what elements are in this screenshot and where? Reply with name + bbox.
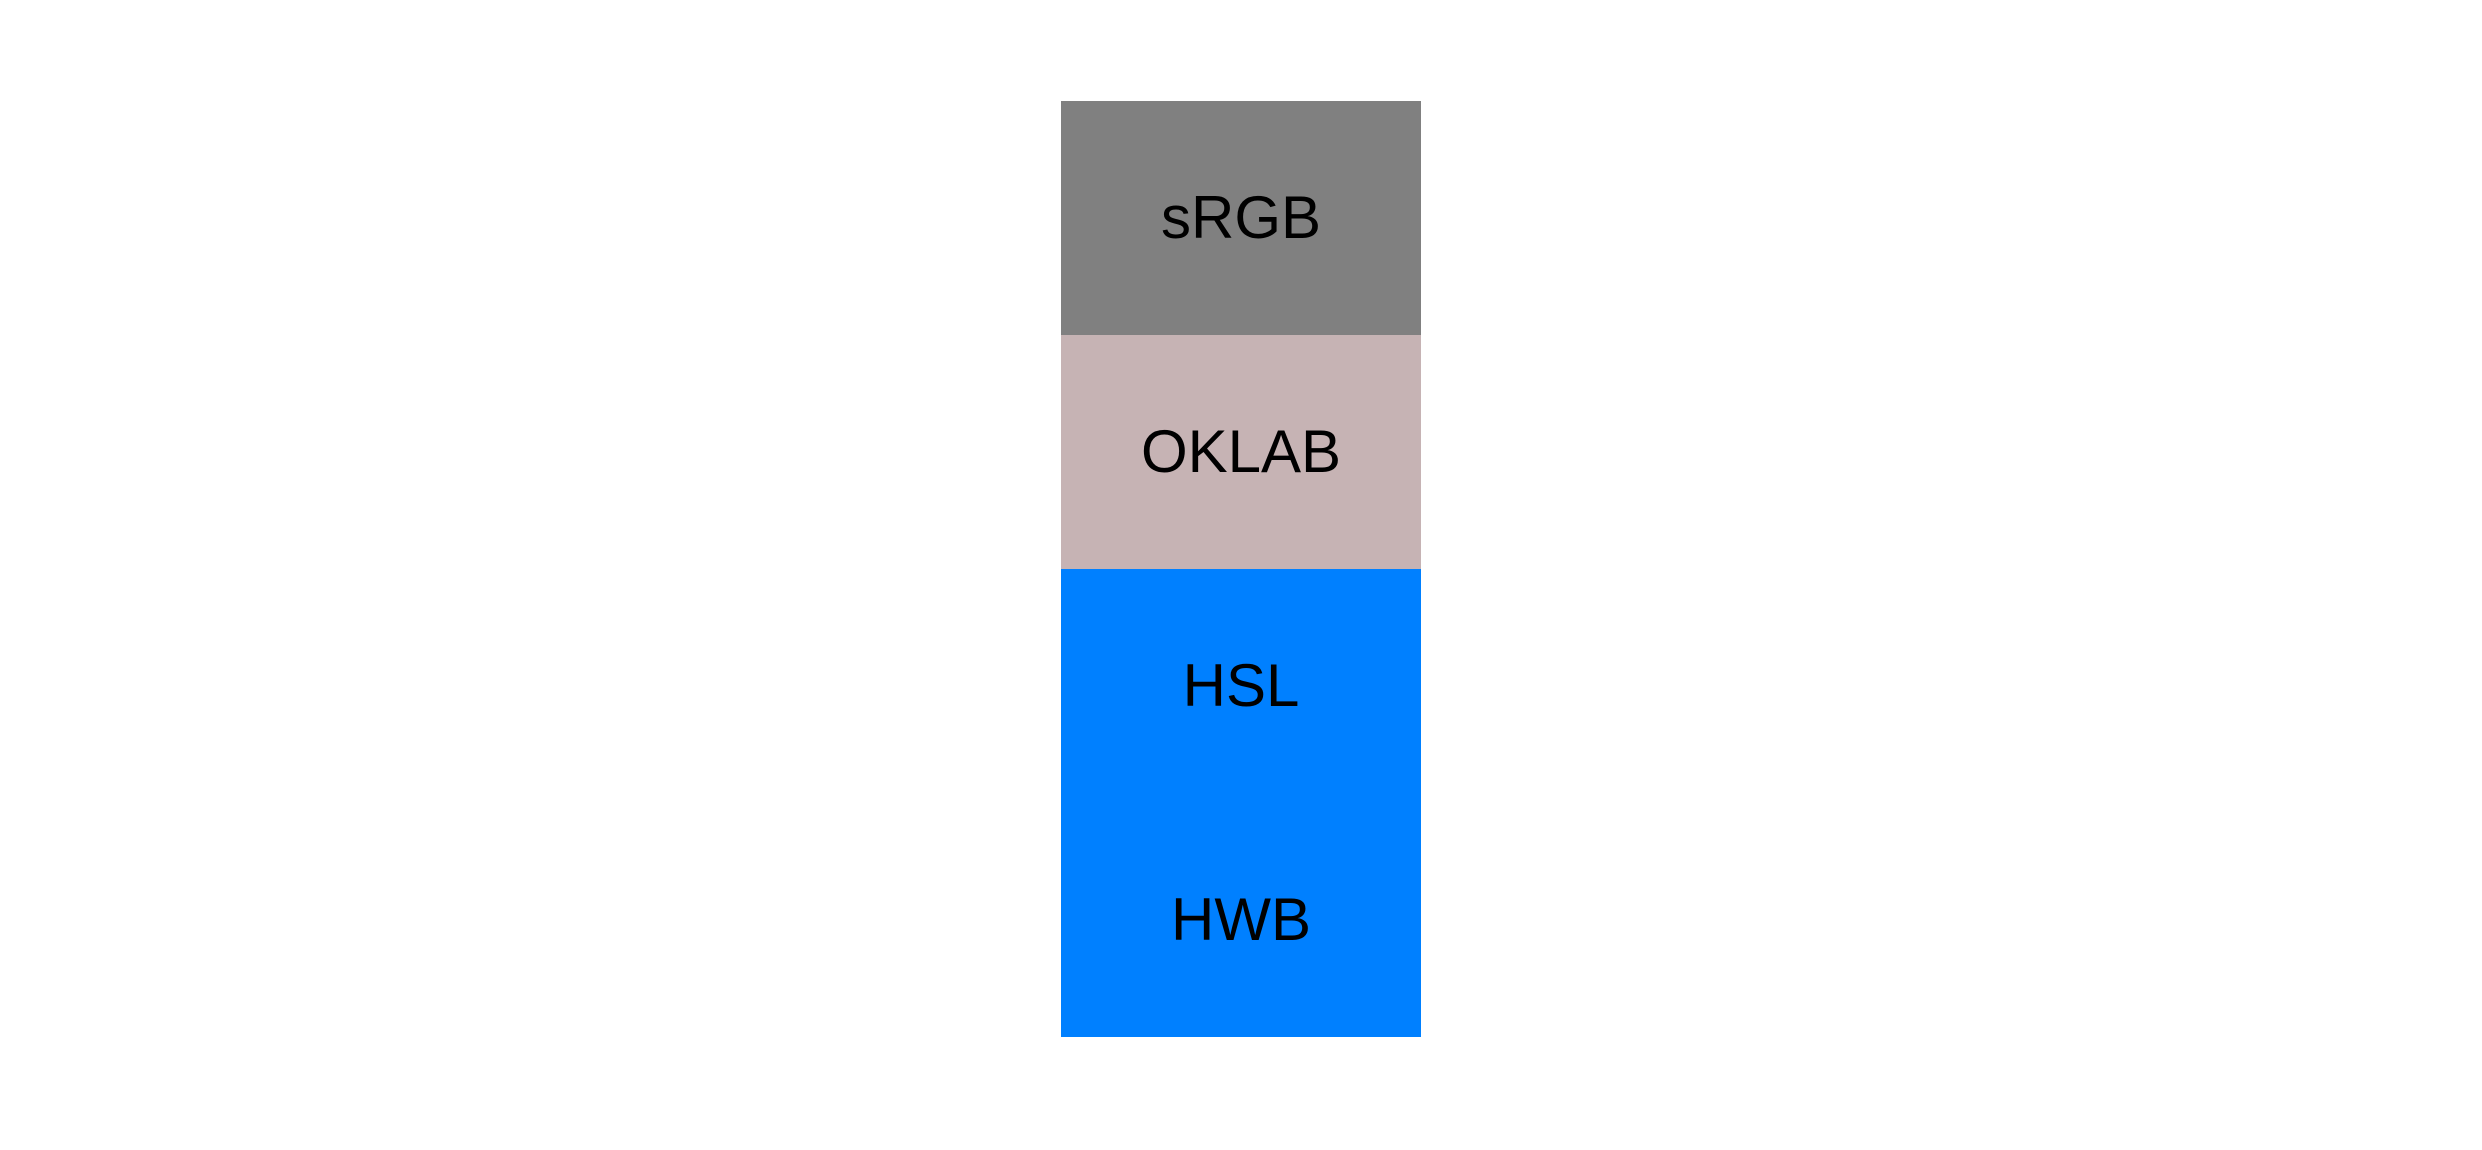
swatch-hwb: HWB: [1061, 803, 1421, 1037]
swatch-label-srgb: sRGB: [1160, 184, 1322, 251]
swatch-oklab: OKLAB: [1061, 335, 1421, 569]
swatch-hsl: HSL: [1061, 569, 1421, 803]
swatch-label-hwb: HWB: [1171, 886, 1311, 953]
swatch-label-hsl: HSL: [1182, 652, 1300, 719]
swatch-label-oklab: OKLAB: [1140, 418, 1342, 485]
swatch-srgb: sRGB: [1061, 101, 1421, 335]
color-space-swatch-stack: sRGB OKLAB HSL HWB: [1061, 101, 1421, 1037]
